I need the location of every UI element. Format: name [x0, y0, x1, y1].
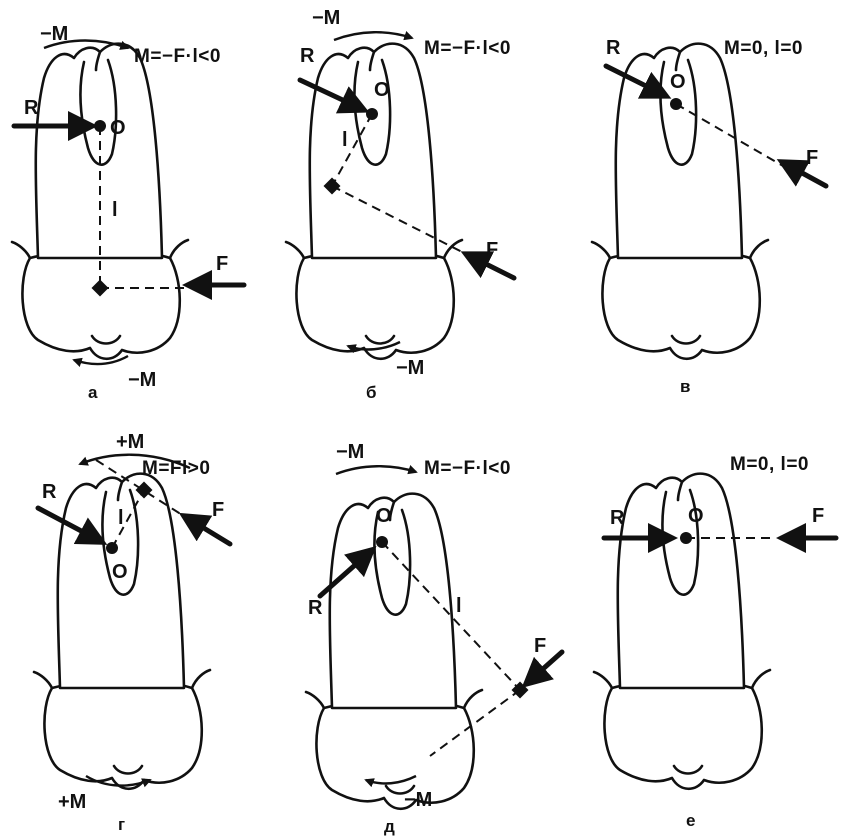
reaction-label-d: R [308, 597, 323, 619]
moment-arrow-bottom-b [346, 340, 401, 354]
moment-label-bottom-d: −M [404, 789, 432, 811]
reaction-label-b: R [300, 45, 315, 67]
panel-a: −M M=−F·l<0 R O l F −M а [10, 23, 247, 402]
reaction-arrow-d [317, 546, 377, 599]
center-label-a: O [110, 117, 126, 139]
force-label-e: F [812, 505, 824, 527]
moment-label-top-b: −M [312, 7, 340, 29]
force-point-d [511, 681, 529, 699]
moment-arrow-top-b [333, 31, 414, 42]
moment-arrow-top-d [335, 465, 418, 476]
moment-arrow-top-g [78, 453, 191, 470]
force-arrow-g [178, 512, 233, 547]
reaction-arrow-g [35, 505, 108, 545]
arm-label-b: l [342, 129, 348, 151]
reaction-label-e: R [610, 507, 625, 529]
moment-label-top-a: −M [40, 23, 68, 45]
caption-v: в [680, 377, 690, 396]
equation-d: M=−F·l<0 [424, 458, 511, 479]
lever-arm-line-b [331, 113, 373, 187]
moment-label-bottom-g: +M [58, 791, 86, 813]
force-arrow-v [776, 159, 829, 189]
center-point-d [376, 536, 388, 548]
center-point-v [670, 98, 682, 110]
center-label-v: O [670, 71, 686, 93]
center-point-b [366, 108, 378, 120]
caption-d: д [384, 817, 395, 836]
panel-v: M=0, l=0 R O F в [590, 37, 829, 396]
moment-label-bottom-a: −M [128, 369, 156, 391]
moment-label-top-d: −M [336, 441, 364, 463]
tooth-d [304, 492, 484, 811]
center-point-a [94, 120, 106, 132]
reaction-arrow-v [603, 63, 672, 99]
reaction-label-a: R [24, 97, 39, 119]
arm-label-g: l [118, 507, 124, 529]
moment-arrow-bottom-a [72, 354, 129, 367]
panel-b: −M M=−F·l<0 R O l F −M б [284, 7, 517, 402]
center-point-g [106, 542, 118, 554]
caption-a: а [88, 383, 98, 402]
center-label-d: O [376, 505, 392, 527]
panel-e: M=0, l=0 R O F е [592, 454, 839, 830]
lever-arm-line-g [111, 489, 145, 549]
force-line-v [675, 103, 791, 171]
force-label-v: F [806, 147, 818, 169]
center-label-b: O [374, 79, 390, 101]
force-line-d [429, 689, 521, 757]
reaction-label-g: R [42, 481, 57, 503]
caption-g: г [118, 815, 125, 834]
moment-label-top-g: +M [116, 431, 144, 453]
force-point-a [91, 279, 109, 297]
moment-arrow-bottom-g [85, 774, 152, 788]
arm-label-a: l [112, 199, 118, 221]
equation-g: M=Fl>0 [142, 458, 210, 479]
equation-e: M=0, l=0 [730, 454, 809, 475]
lever-arm-line-d [381, 541, 521, 691]
force-line-g [95, 459, 191, 521]
force-point-g [135, 481, 153, 499]
equation-a: M=−F·l<0 [134, 46, 221, 67]
center-label-g: O [112, 561, 128, 583]
force-point-b [323, 177, 341, 195]
force-line-b [331, 185, 471, 257]
center-point-e [680, 532, 692, 544]
moment-label-bottom-b: −M [396, 357, 424, 379]
force-arrow-d [521, 649, 565, 688]
reaction-label-v: R [606, 37, 621, 59]
equation-v: M=0, l=0 [724, 38, 803, 59]
panel-g: +M M=Fl>0 R O l F +M г [32, 431, 233, 834]
force-arrow-b [460, 251, 517, 281]
center-label-e: O [688, 505, 704, 527]
force-label-a: F [216, 253, 228, 275]
equation-b: M=−F·l<0 [424, 38, 511, 59]
force-label-b: F [486, 239, 498, 261]
force-label-d: F [534, 635, 546, 657]
moment-arrow-top-a [43, 39, 130, 50]
force-label-g: F [212, 499, 224, 521]
caption-e: е [686, 811, 695, 830]
reaction-arrow-b [297, 77, 370, 114]
arm-label-d: l [456, 595, 462, 617]
moment-arrow-bottom-d [364, 774, 417, 788]
panel-d: −M M=−F·l<0 R O l F −M д [304, 441, 565, 836]
caption-b: б [366, 383, 377, 402]
